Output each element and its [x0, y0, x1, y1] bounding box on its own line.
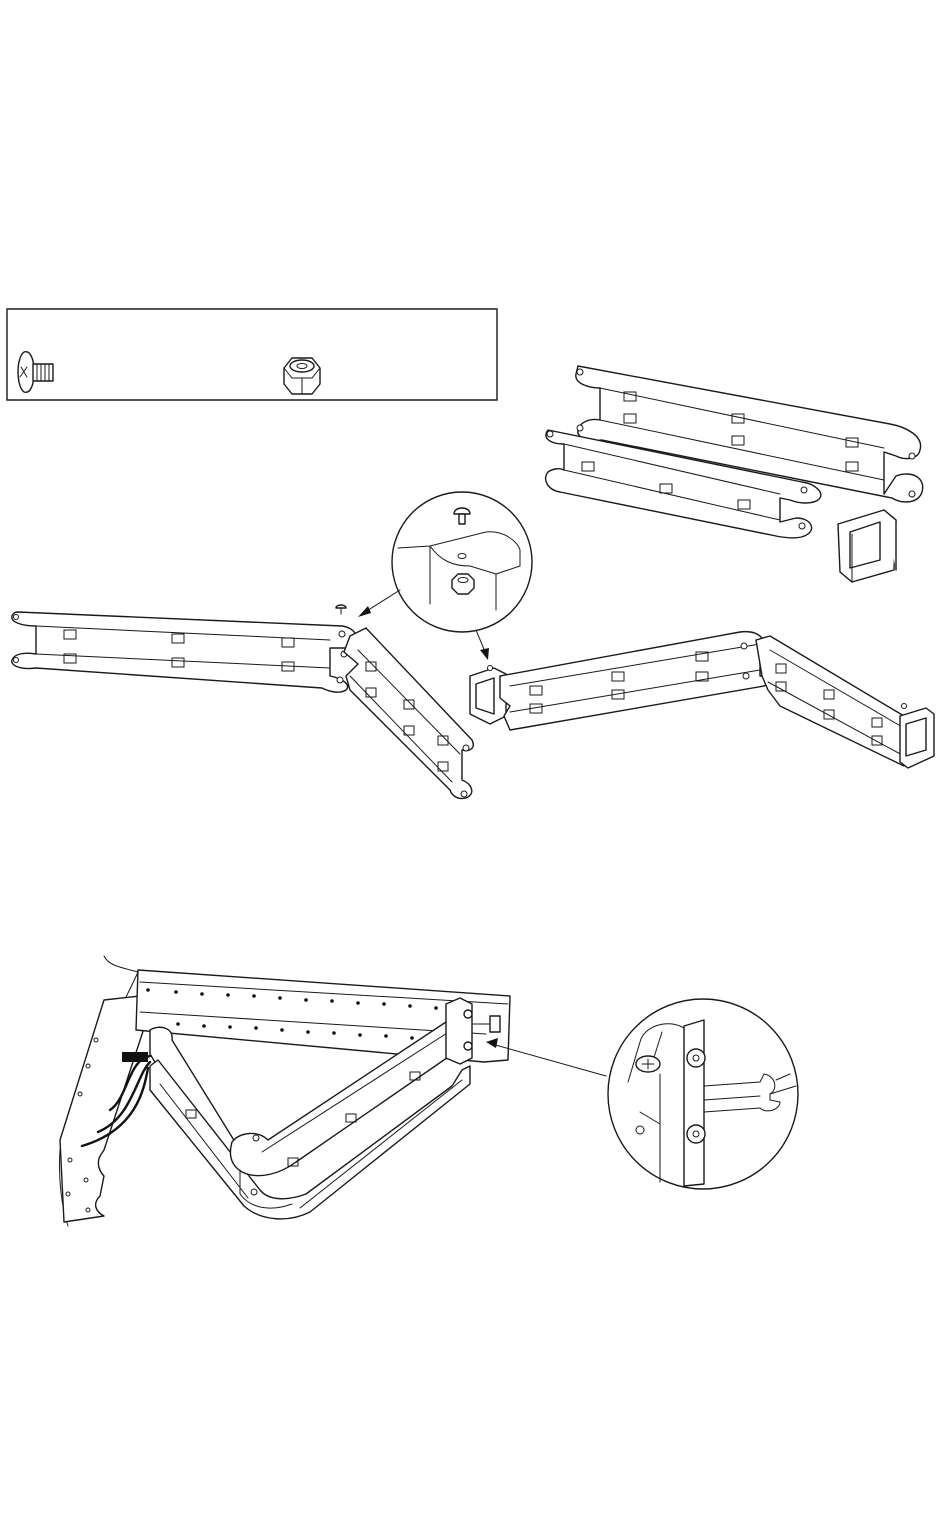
nut-icon: [687, 1049, 705, 1067]
right-frame-assembly: [470, 632, 934, 768]
bolt-nut-detail-callout: [486, 999, 798, 1189]
left-frame-assembly: [12, 605, 473, 799]
installed-frame-view: [59, 956, 510, 1226]
nut-icon: [452, 574, 474, 594]
nut-icon: [284, 358, 320, 394]
unassembled-frame-parts: [546, 366, 923, 582]
end-bracket-part: [838, 510, 896, 582]
screw-icon: [636, 1056, 660, 1072]
nut-icon: [687, 1125, 705, 1143]
screw-icon: [336, 605, 346, 614]
hardware-box: [7, 309, 497, 400]
detail-zoom-callout: [358, 492, 532, 660]
